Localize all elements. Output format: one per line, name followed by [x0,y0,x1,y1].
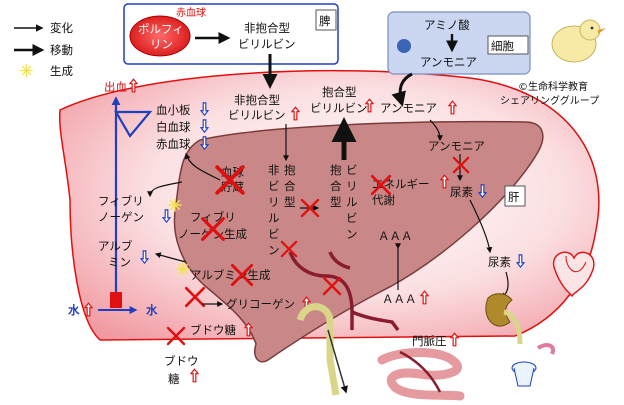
legend-generate-star-icon [20,64,33,77]
fibrinogen-synth-1: フィブリ [190,210,236,224]
ammonia-liver-label: アンモニア [428,139,485,153]
water-box [110,292,122,308]
glucose-blood-up-icon [190,368,199,383]
conj-liver-char: ル [346,195,358,209]
heart-icon [552,251,595,298]
albumin-arrow-icon [154,252,187,263]
unconj-liver-char: ン [268,243,280,257]
intestine-icon [377,348,465,401]
ammonia-into-liver-arrow-icon [429,119,443,142]
unconj-liver-char: 非 [268,163,280,177]
urea-to-blood-arrow-icon [469,199,493,254]
legend-change-label: 変化 [50,21,73,35]
albumin-2: ミン [108,255,131,269]
unconj-liver-char: ビ [268,227,280,241]
porphyrin-label-2: リン [150,37,173,51]
conj-liver-char: 型 [330,195,342,209]
spleen-unconj-2: ビリルビン [238,37,296,51]
water-out-label: 水 [146,303,158,317]
liver-title: 肝 [508,190,520,204]
ammonia-blood-label: アンモニア [380,101,437,115]
cell-ammonia-label: アンモニア [420,55,477,69]
conj-liver-column: 抱 合 型 ビ リ ル ビ ン [330,163,358,241]
credit-line-2: シェアリンググループ [500,94,599,107]
water-in-label: 水 [68,303,80,317]
porphyrin-label-1: ポルフィ [138,22,184,36]
conj-liver-char: ン [346,227,358,241]
albumin-synth-label: アルブミン生成 [190,268,271,282]
unconj-liver-char: 合 [284,179,296,193]
unconj-liver-char: リ [268,195,280,209]
conj-liver-char: 抱 [330,163,342,177]
conj-liver-char: ビ [346,163,358,177]
conj-liver-char: 合 [330,179,342,193]
rbc-label: 赤血球 [156,137,191,151]
glucose-blood-2: 糖 [168,372,180,386]
conj-liver-char: ビ [346,211,358,225]
cell-title: 細胞 [491,39,514,53]
spleen-title: 脾 [319,14,331,28]
legend-move-label: 移動 [50,43,73,57]
legend-generate-label: 生成 [50,64,73,78]
cell-nucleus [397,39,411,53]
cell-box: アミノ酸 アンモニア 細胞 [387,11,531,75]
fibrinogen-2: ノーゲン [98,210,144,224]
albumin-star-icon [176,262,190,276]
storage-to-cells-arrow-icon [184,152,221,181]
chick-mascot-icon [551,19,606,63]
unconj-blood-2: ビリルビン [228,108,286,122]
conj-blood-1: 抱合型 [322,85,357,99]
unconj-liver-column: 非 抱 合 型 ビ リ ル ビ ン [268,163,296,257]
spleen-unconj-1: 非抱合型 [244,21,290,35]
aaa-blood-label: ＡＡＡ [382,292,417,306]
unconj-blood-1: 非抱合型 [234,93,280,107]
platelets-label: 血小板 [156,103,191,117]
amino-acid-label: アミノ酸 [424,18,470,32]
gallbladder [296,303,348,396]
portal-pressure-label: 門脈圧 [412,334,447,348]
portal-vein [280,240,400,332]
bleeding-label: 出血 [104,80,127,94]
unconj-liver-char: 型 [284,195,296,209]
fibrinogen-synth-2: ノーゲン生成 [178,227,247,241]
conj-blood-2: ビリルビン [310,101,368,115]
albumin-1: アルブ [98,239,133,253]
urea-liver-label: 尿素 [450,185,473,199]
cell-to-blood-ammonia-arrow-icon [391,72,413,107]
blood-cells-blue-bracket-icon [114,110,153,138]
energy-2: 代謝 [372,193,395,207]
kidney-icon [485,293,523,345]
legend: 変化 移動 生成 [14,21,73,78]
fibrinogen-1: フィブリ [98,194,144,208]
unconj-liver-char: 抱 [284,163,296,177]
glucose-liver-label: ブドウ糖 [190,323,236,337]
porphyrin-blob [129,15,191,57]
unconj-liver-char: ビ [268,179,280,193]
spleen-box: 脾 赤血球 ポルフィ リン 非抱合型 ビリルビン [123,3,339,65]
aaa-liver-label: ＡＡＡ [378,229,413,243]
glycogen-label: グリコーゲン [226,297,295,311]
glucose-blood-1: ブドウ [164,354,199,368]
conj-liver-char: リ [346,179,358,193]
urea-blood-label: 尿素 [488,255,511,269]
fibrinogen-arrow-icon [147,181,183,198]
toilet-icon [511,343,555,387]
wbc-label: 白血球 [156,120,191,134]
rbc-small-label: 赤血球 [176,6,206,19]
unconj-liver-char: ル [268,211,280,225]
credit-line-1: ©生命科学教育 [518,80,588,93]
fibrinogen-star-icon [168,198,182,212]
